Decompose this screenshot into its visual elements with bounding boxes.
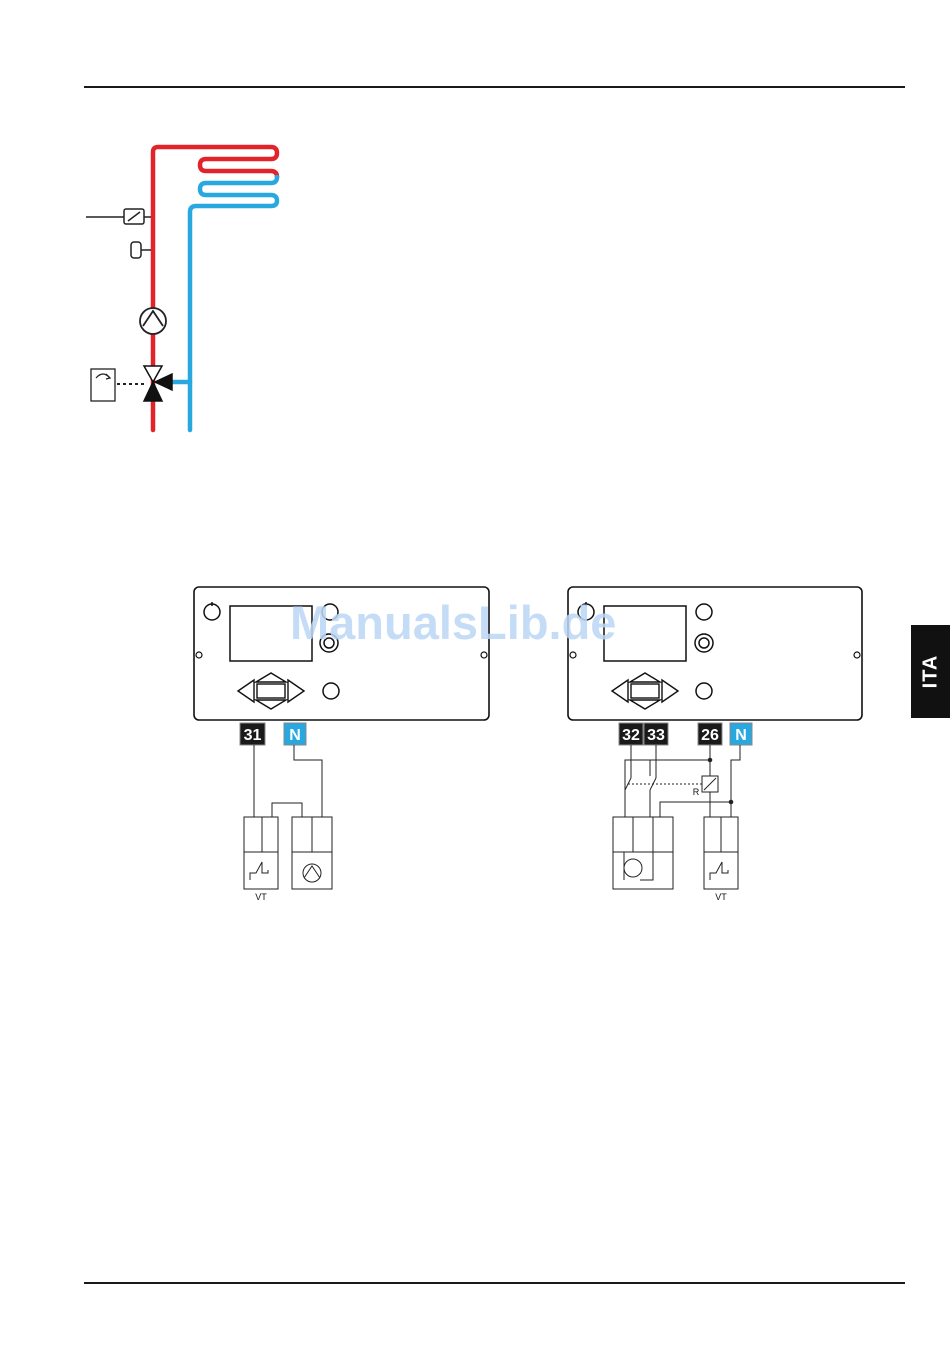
mounting-hole-icon bbox=[578, 604, 594, 620]
flow-thermostat-device bbox=[244, 817, 278, 889]
terminal-n-left: N bbox=[284, 723, 306, 745]
mounting-hole-icon bbox=[204, 604, 220, 620]
display-screen bbox=[604, 606, 686, 661]
terminal-n-left-label: N bbox=[289, 727, 301, 744]
indicator-icon bbox=[322, 604, 338, 620]
ok-button[interactable] bbox=[257, 684, 285, 698]
device-label-right: VT bbox=[715, 892, 727, 902]
ok-button[interactable] bbox=[631, 684, 659, 698]
pump-device bbox=[292, 817, 332, 889]
terminal-n-right-label: N bbox=[735, 727, 747, 744]
terminal-n-right: N bbox=[730, 723, 752, 745]
device-label-left: VT bbox=[255, 892, 267, 902]
reset-button[interactable] bbox=[696, 683, 712, 699]
terminal-32-label: 32 bbox=[622, 727, 640, 744]
display-screen bbox=[230, 606, 312, 661]
flow-thermostat-device-right bbox=[704, 817, 738, 889]
reset-button[interactable] bbox=[323, 683, 339, 699]
terminal-26-label: 26 bbox=[701, 727, 719, 744]
controller-left bbox=[194, 587, 489, 720]
terminal-26: 26 bbox=[698, 723, 722, 745]
terminal-31: 31 bbox=[240, 723, 265, 745]
right-wiring bbox=[625, 745, 740, 817]
controller-right bbox=[568, 587, 862, 720]
actuator-device bbox=[613, 817, 673, 889]
relay-label: R bbox=[693, 787, 700, 797]
left-wiring bbox=[254, 745, 322, 817]
terminal-32: 32 bbox=[619, 723, 643, 745]
terminal-31-label: 31 bbox=[244, 727, 262, 744]
terminal-33-label: 33 bbox=[647, 727, 665, 744]
terminal-33: 33 bbox=[644, 723, 668, 745]
indicator-icon bbox=[696, 604, 712, 620]
